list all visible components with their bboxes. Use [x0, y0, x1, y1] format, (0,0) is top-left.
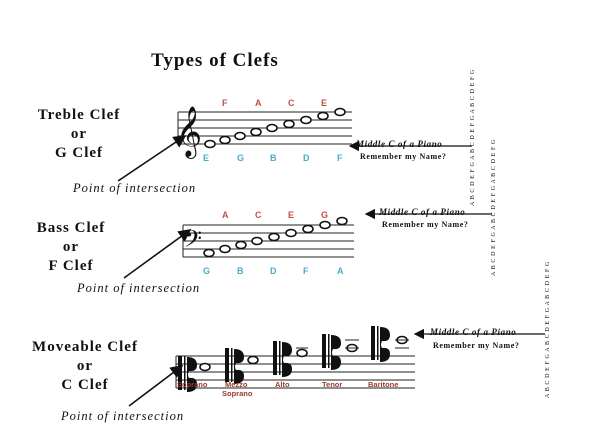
- c-clef-mezzo-soprano: [225, 348, 244, 384]
- voice-labels: Soprano Mezzo Soprano Alto Tenor Bariton…: [177, 380, 398, 398]
- page-title: Types of Clefs: [151, 50, 279, 71]
- bass-middle-c-label: Middle C of a Piano: [379, 207, 466, 217]
- bass-line-letter: G: [203, 266, 210, 276]
- moveable-remember-label: Remember my Name?: [433, 341, 520, 350]
- moveable-intersection-arrow: [128, 365, 184, 407]
- treble-clef-line3: G Clef: [54, 145, 104, 161]
- bass-clef-line2: or: [62, 239, 80, 255]
- treble-space-letter: C: [288, 98, 295, 108]
- bass-clef-line1: Bass Clef: [36, 220, 106, 236]
- treble-space-letters: F A C E: [222, 98, 327, 108]
- bass-line-letter: D: [270, 266, 277, 276]
- treble-line-letter: F: [337, 153, 343, 163]
- treble-line-letter: E: [203, 153, 209, 163]
- treble-space-letter: A: [255, 98, 262, 108]
- bass-line-letter: F: [303, 266, 309, 276]
- voice-label-mezzo-soprano: Soprano: [222, 389, 253, 398]
- bass-clef-label: Bass Clef or F Clef: [0, 219, 146, 276]
- treble-clef-line1: Treble Clef: [37, 107, 121, 123]
- voice-label-baritone: Baritone: [368, 380, 398, 389]
- bass-line-letter: A: [337, 266, 344, 276]
- c-clef-tenor: [322, 334, 341, 370]
- voice-label-mezzo: Mezzo: [225, 380, 248, 389]
- bass-line-letters: G B D F A: [203, 266, 344, 276]
- moveable-notes: [199, 335, 408, 372]
- moveable-clef-line1: Moveable Clef: [32, 339, 138, 355]
- c-clef-baritone: [371, 326, 390, 362]
- voice-label-alto: Alto: [275, 380, 290, 389]
- moveable-clef-line3: C Clef: [61, 377, 109, 393]
- treble-space-letter: F: [222, 98, 228, 108]
- moveable-intersection-caption: Point of intersection: [61, 409, 185, 423]
- moveable-middle-c-label: Middle C of a Piano: [430, 327, 517, 337]
- treble-line-letter: B: [270, 153, 277, 163]
- treble-intersection-arrow: [117, 135, 187, 182]
- treble-line-letter: D: [303, 153, 310, 163]
- treble-space-letter: E: [321, 98, 327, 108]
- c-clef-alto: [273, 341, 292, 377]
- treble-clef-label: Treble Clef or G Clef: [4, 106, 154, 163]
- voice-label-soprano: Soprano: [177, 380, 208, 389]
- bass-line-letter: B: [237, 266, 244, 276]
- moveable-ledger-lines: [296, 339, 409, 349]
- bass-space-letters: A C E G: [222, 210, 328, 220]
- bass-clef-symbol: 𝄢: [184, 225, 202, 258]
- treble-line-letters: E G B D F: [203, 153, 343, 163]
- bass-space-letter: A: [222, 210, 229, 220]
- treble-intersection-caption: Point of intersection: [73, 181, 197, 195]
- treble-middle-c-label: Middle C of a Piano: [356, 139, 443, 149]
- bass-intersection-caption: Point of intersection: [77, 281, 201, 295]
- bass-space-letter: G: [321, 210, 328, 220]
- bass-space-letter: E: [288, 210, 294, 220]
- bass-notes: [203, 216, 348, 258]
- bass-intersection-arrow: [123, 229, 192, 279]
- treble-notes: [204, 107, 346, 149]
- voice-label-tenor: Tenor: [322, 380, 342, 389]
- bass-remember-label: Remember my Name?: [382, 220, 469, 229]
- treble-clef-line2: or: [70, 126, 88, 142]
- bass-clef-line3: F Clef: [48, 258, 94, 274]
- moveable-clef-label: Moveable Clef or C Clef: [5, 338, 165, 395]
- treble-clef-symbol: 𝄞: [176, 106, 202, 159]
- moveable-clef-line2: or: [76, 358, 94, 374]
- treble-line-letter: G: [237, 153, 244, 163]
- treble-remember-label: Remember my Name?: [360, 152, 447, 161]
- bass-space-letter: C: [255, 210, 262, 220]
